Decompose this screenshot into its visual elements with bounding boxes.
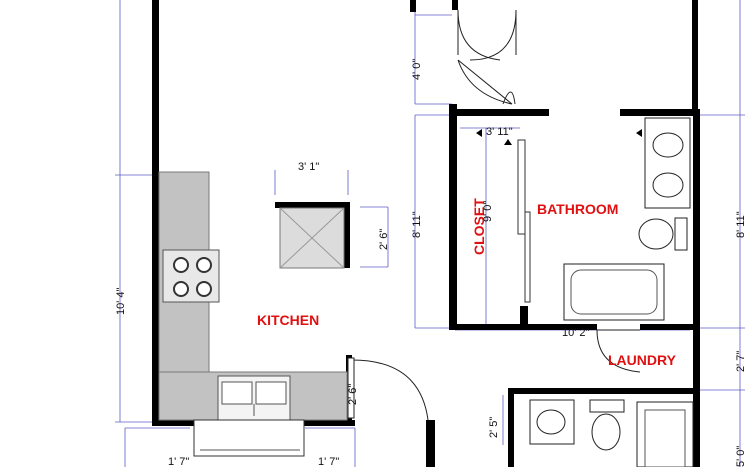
dim-right-bottom: 5' 0" xyxy=(735,446,747,467)
dim-small-height: 2' 5" xyxy=(488,417,500,438)
bathroom-label: BATHROOM xyxy=(537,201,618,217)
dim-closet-inner: 9' 0" xyxy=(482,201,494,222)
dim-bottom-left: 1' 7" xyxy=(168,456,189,467)
lower-fixtures xyxy=(529,399,694,467)
dim-bathroom-height: 8' 11" xyxy=(411,211,423,238)
kitchen-island xyxy=(279,207,345,269)
dim-upper-wall: 4' 0" xyxy=(411,59,423,80)
dim-island-depth: 2' 6" xyxy=(378,229,390,250)
arrow-marker xyxy=(636,129,642,137)
kitchen-sink xyxy=(217,375,291,421)
lower-toilet-bowl xyxy=(591,413,621,451)
double-door-lower-arc xyxy=(457,59,513,105)
dim-bathroom-bottom: 10' 2" xyxy=(562,327,590,339)
closet-rod xyxy=(517,139,526,235)
dim-laundry-height: 2' 7" xyxy=(735,351,747,372)
dim-closet-width: 3' 11" xyxy=(486,126,513,138)
arrow-marker xyxy=(476,129,482,137)
dim-island-width: 3' 1" xyxy=(298,161,319,173)
kitchen-counter xyxy=(158,171,348,457)
dim-kitchen-length: 10' 4" xyxy=(115,287,127,315)
lower-toilet-tank xyxy=(589,399,625,413)
kitchen-label: KITCHEN xyxy=(257,312,319,328)
dim-bottom-right: 1' 7" xyxy=(318,456,339,467)
toilet-tank xyxy=(674,217,688,251)
toilet-bowl xyxy=(638,218,674,250)
laundry-door-arc xyxy=(596,329,641,373)
double-door-arc xyxy=(457,9,517,61)
dishwasher xyxy=(193,419,305,457)
bathroom-fixtures xyxy=(517,117,691,321)
stove xyxy=(162,249,220,303)
bathroom-door-arc xyxy=(502,91,516,105)
laundry-label: LAUNDRY xyxy=(608,352,677,368)
doors xyxy=(347,9,641,421)
arrow-marker xyxy=(504,139,512,145)
closet-label: CLOSET xyxy=(471,198,487,255)
entry-door-arc xyxy=(351,359,429,421)
walls xyxy=(152,0,700,467)
dim-door-small: 2' 6" xyxy=(347,384,359,405)
dim-bathroom-height-right: 8' 11" xyxy=(735,211,747,238)
